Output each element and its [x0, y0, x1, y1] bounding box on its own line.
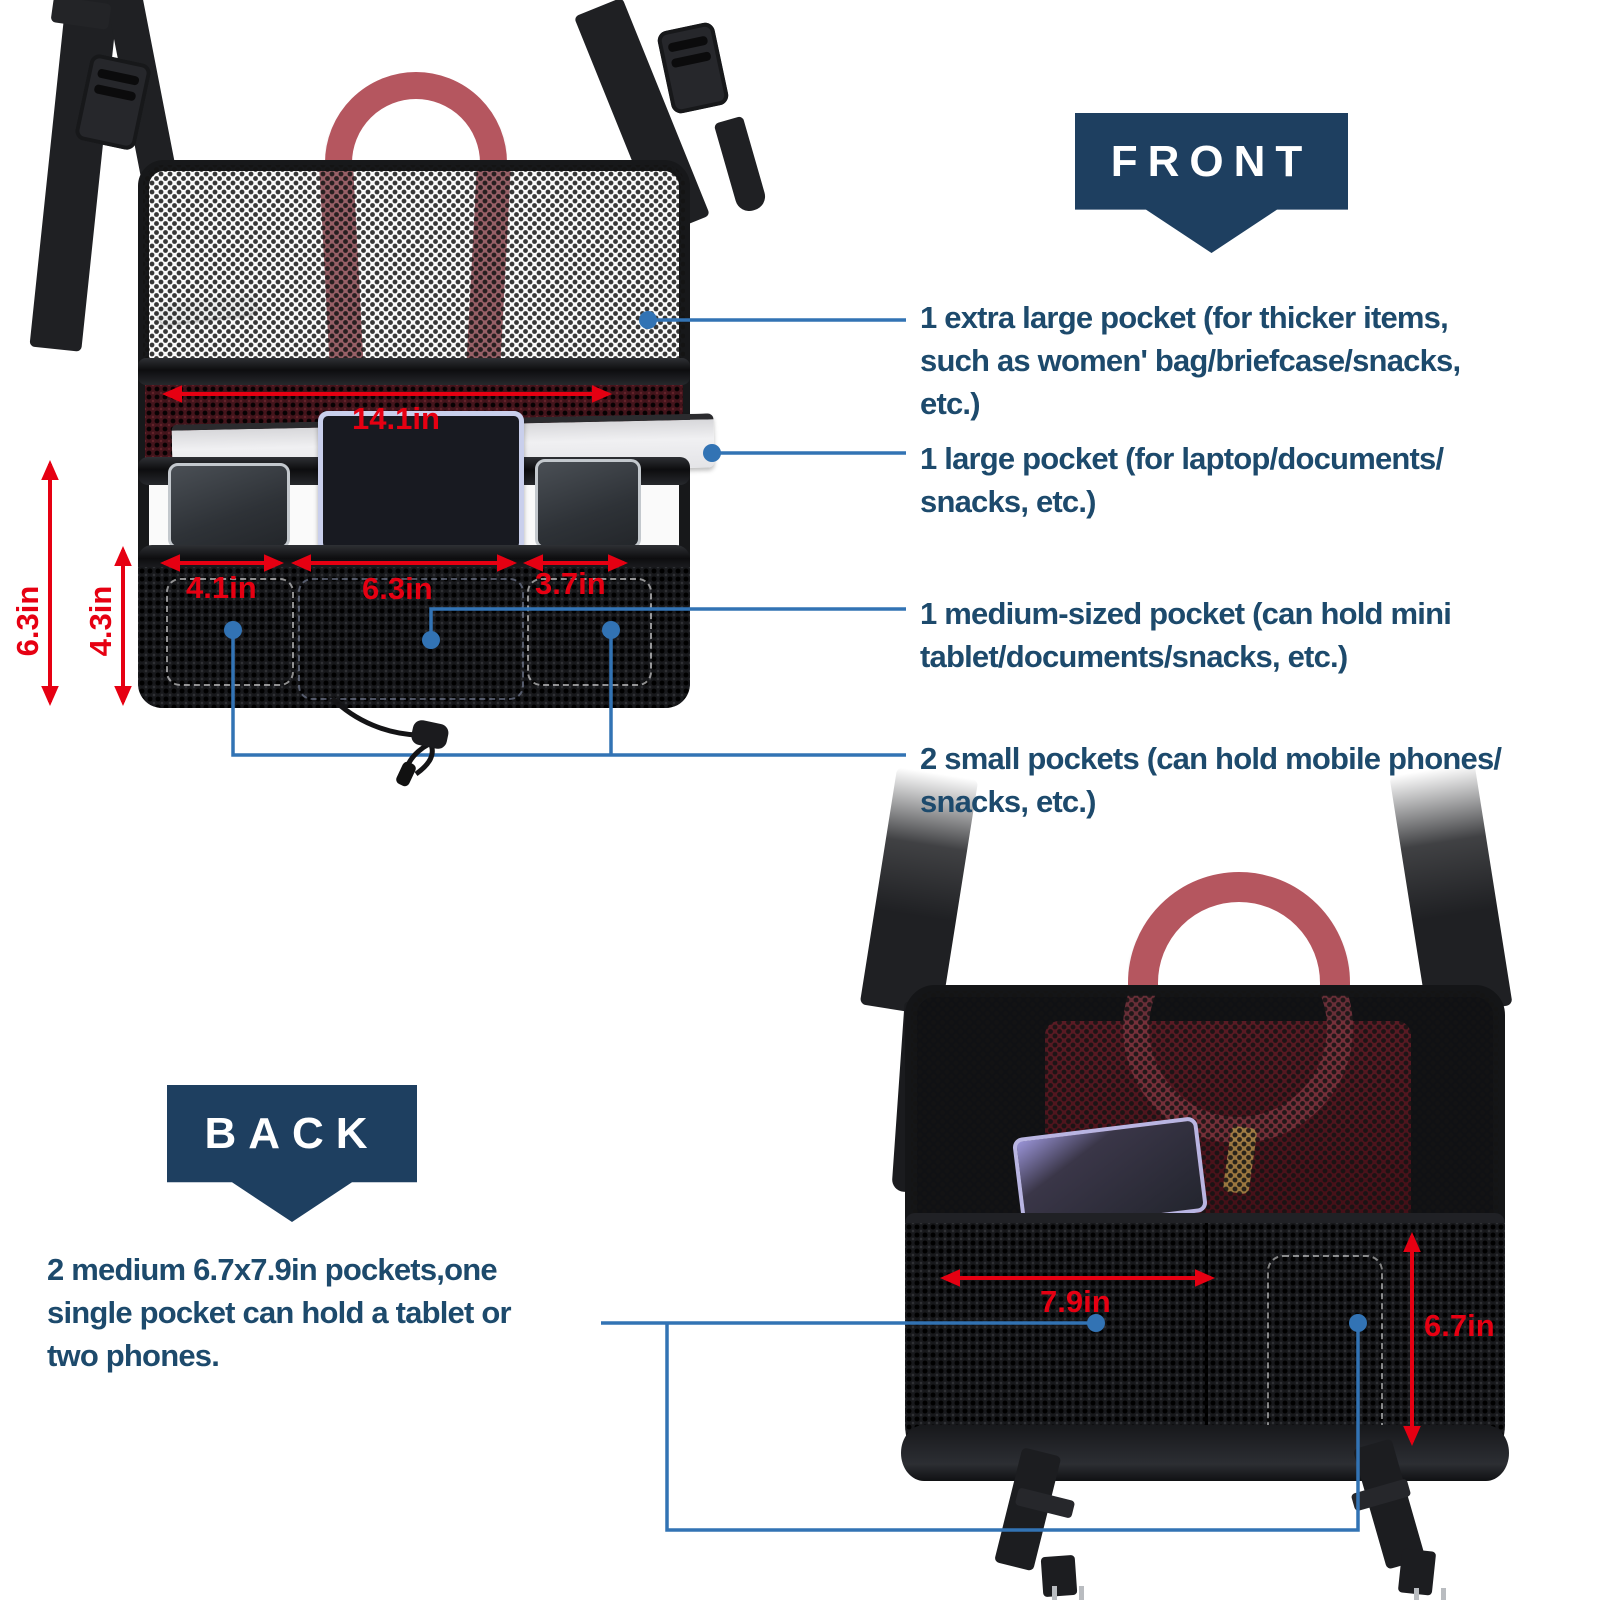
- callout-dot-back-pocket-right: [1349, 1314, 1367, 1332]
- dim-label-pocket-right: 3.7in: [535, 566, 606, 601]
- annotation-large-pocket: 1 large pocket (for laptop/documents/ sn…: [920, 441, 1444, 519]
- front-banner-label: FRONT: [1110, 137, 1313, 186]
- dim-label-back-height: 6.7in: [1424, 1308, 1495, 1343]
- small-pocket-left-stitch: [166, 578, 294, 686]
- dim-label-pocket-middle: 6.3in: [362, 571, 433, 606]
- leader-medium-pocket: [429, 607, 906, 640]
- callout-dot-small-pocket-right: [602, 621, 620, 639]
- leader-small-pockets: [231, 630, 906, 757]
- extra-large-pocket-mesh: [143, 165, 685, 365]
- callout-dot-extra-large-pocket: [639, 311, 657, 329]
- large-pocket-top-edge: [138, 358, 690, 385]
- drawstring-tip: [396, 761, 416, 787]
- callout-dot-medium-pocket: [422, 631, 440, 649]
- back-pockets-seam: [1205, 1223, 1208, 1477]
- leader-back-pocket-right: [665, 1323, 1360, 1532]
- back-banner-label: BACK: [204, 1109, 380, 1158]
- front-organizer-bag: [138, 160, 715, 708]
- callout-dot-small-pocket-left: [224, 621, 242, 639]
- dim-label-back-width: 7.9in: [1040, 1284, 1111, 1319]
- metal-hook-right-icon: [1414, 1588, 1446, 1600]
- metal-hook-left-icon: [1052, 1586, 1084, 1600]
- annotation-small-pockets: 2 small pockets (can hold mobile phones/…: [920, 741, 1502, 819]
- phone-left: [168, 463, 290, 549]
- small-pocket-right-stitch: [527, 578, 652, 686]
- annotation-back-pockets: 2 medium 6.7x7.9in pockets,one single po…: [47, 1252, 512, 1373]
- dim-label-top-width: 14.1in: [352, 401, 440, 436]
- annotation-medium-pocket: 1 medium-sized pocket (can hold mini tab…: [920, 596, 1452, 674]
- drawstring-toggle: [411, 720, 449, 749]
- callout-dot-back-pocket-left: [1087, 1314, 1105, 1332]
- medium-pocket-stitch: [298, 578, 524, 700]
- annotation-extra-large-pocket: 1 extra large pocket (for thicker items,…: [920, 300, 1461, 421]
- callout-dot-large-pocket: [703, 444, 721, 462]
- dim-label-pocket-left: 4.1in: [186, 570, 257, 605]
